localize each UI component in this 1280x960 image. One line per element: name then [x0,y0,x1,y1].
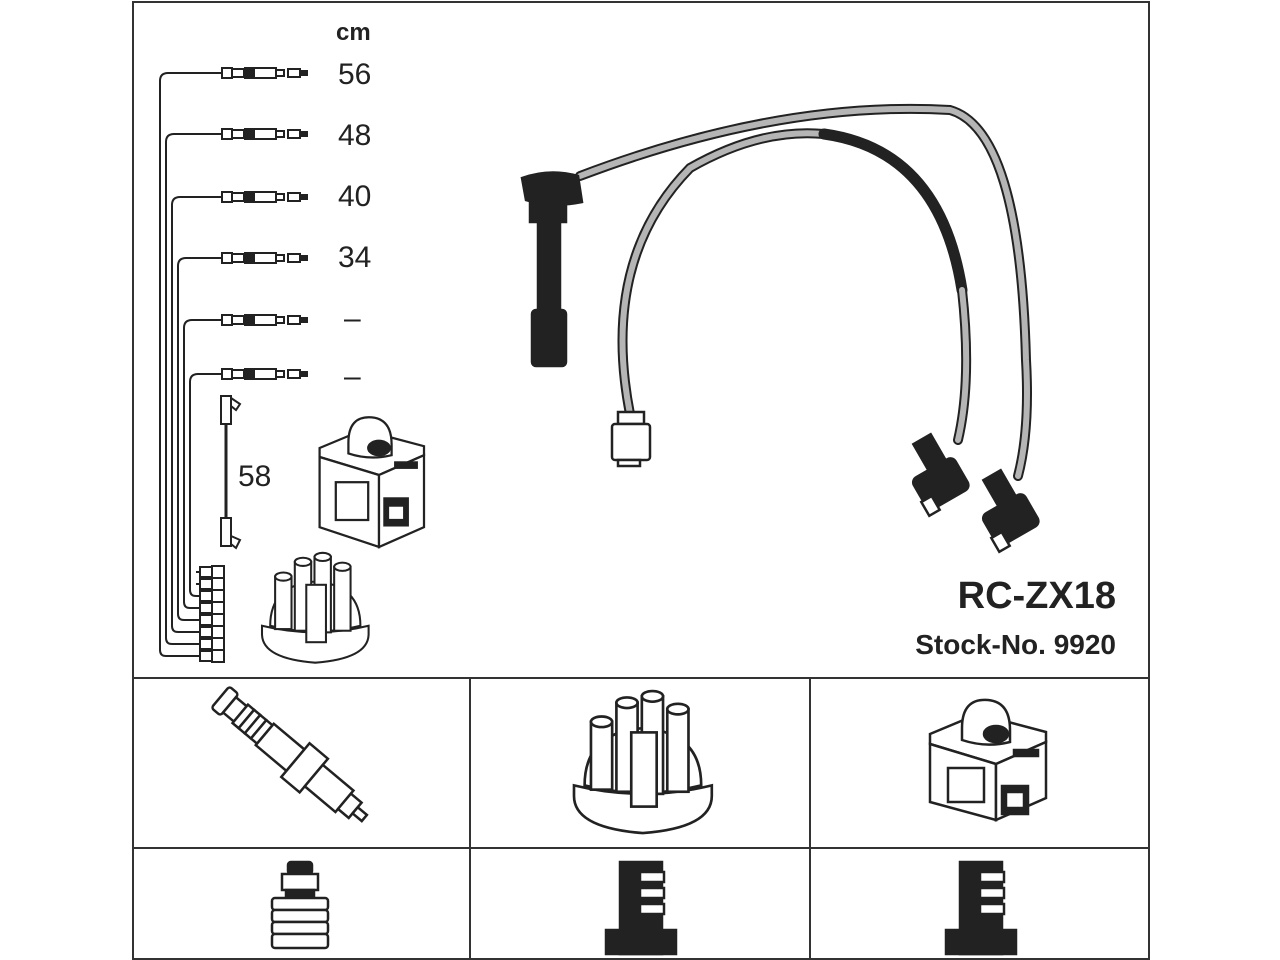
coil-lead-length: 58 [238,460,271,493]
lead-2 [221,127,309,141]
lead-1 [221,66,309,80]
sheet-frame [132,1,1150,960]
part-number: RC-ZX18 [958,575,1116,617]
ignition-coil-icon [318,416,426,549]
lead-length-5: – [344,302,361,335]
ignition-coil-large-icon [928,698,1048,822]
angled-boot-1 [911,432,970,518]
distributor-cap-large-icon [572,689,714,835]
lead-3 [221,190,309,204]
lead-length-3: 40 [338,180,371,213]
stock-number: Stock-No. 9920 [915,629,1116,660]
lead-4 [221,251,309,265]
unit-label: cm [336,19,371,46]
lead-length-6: – [344,360,361,393]
angled-boot-2 [981,468,1040,554]
lead-length-4: 34 [338,241,371,274]
lead-5 [221,313,309,327]
spark-plug-boot [520,171,584,368]
spark-plug-icon [211,686,369,823]
lead-6 [221,367,309,381]
coil-end-connector-icon [944,860,1018,956]
cap-terminals [199,565,225,663]
lead-length-1: 56 [338,58,371,91]
coil-lead [220,395,242,550]
lead-length-2: 48 [338,119,371,152]
cap-connector-straight [610,410,652,468]
plug-end-connector-icon [270,860,330,950]
cap-end-connector-icon [604,860,678,956]
ignition-cables [575,103,1032,481]
lead-lines [159,72,222,657]
distributor-cap-icon [260,551,370,664]
